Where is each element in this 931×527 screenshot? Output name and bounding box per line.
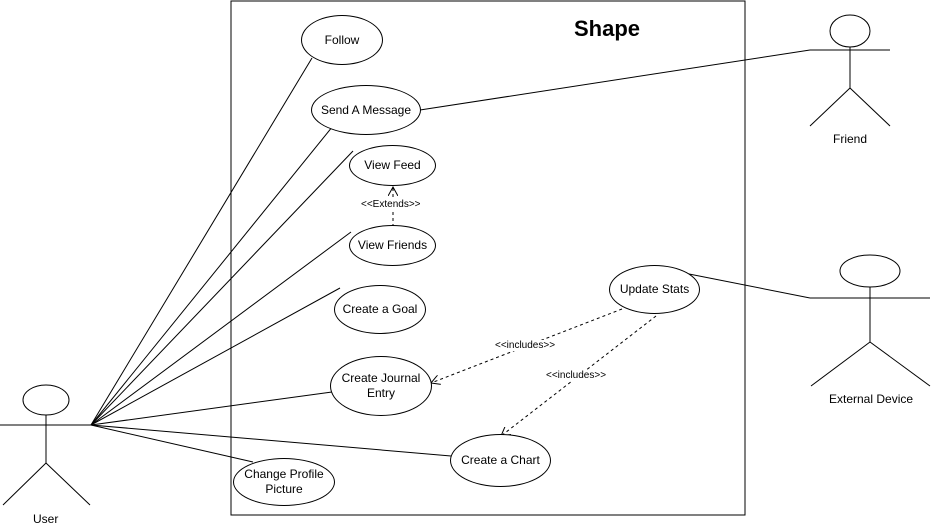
association-user-view-feed: [90, 150, 354, 426]
use-case-create-journal-entry-label: Create Journal Entry: [341, 371, 421, 400]
association-user-create-chart: [90, 424, 452, 457]
system-boundary: [230, 0, 746, 516]
association-user-follow: [90, 57, 313, 426]
association-user-profile-picture: [90, 424, 254, 463]
use-case-send-message-label: Send A Message: [320, 102, 412, 117]
system-title: Shape: [574, 16, 641, 41]
external-device-actor-label: External Device: [829, 392, 914, 406]
use-case-follow-label: Follow: [324, 32, 360, 47]
use-case-send-message[interactable]: Send A Message: [311, 85, 421, 135]
friend-actor-label: Friend: [833, 132, 868, 146]
external-device-actor-figure: [810, 254, 931, 387]
friend-actor-figure: [809, 14, 891, 127]
use-case-update-stats-label: Update Stats: [619, 282, 690, 296]
use-case-create-goal[interactable]: Create a Goal: [334, 285, 426, 334]
association-user-create-goal: [90, 287, 341, 426]
user-actor-label: User: [33, 512, 59, 526]
extends-label: <<Extends>>: [361, 199, 421, 210]
association-user-journal: [90, 391, 333, 426]
use-case-view-friends[interactable]: View Friends: [349, 225, 436, 266]
association-user-send-message: [90, 120, 338, 426]
includes-label-journal: <<includes>>: [495, 340, 556, 351]
use-case-change-profile-picture-label: Change Profile Picture: [244, 467, 324, 496]
association-device-update-stats: [683, 272, 811, 299]
use-case-view-friends-label: View Friends: [357, 238, 428, 252]
use-case-create-chart-label: Create a Chart: [461, 453, 540, 467]
use-case-view-feed[interactable]: View Feed: [349, 145, 436, 186]
use-case-create-goal-label: Create a Goal: [342, 302, 418, 316]
use-case-create-journal-entry[interactable]: Create Journal Entry: [330, 356, 432, 416]
includes-label-chart: <<includes>>: [546, 370, 607, 381]
use-case-view-feed-label: View Feed: [364, 158, 421, 172]
use-case-follow[interactable]: Follow: [301, 15, 383, 65]
use-case-change-profile-picture[interactable]: Change Profile Picture: [233, 458, 335, 506]
user-actor-figure: [0, 384, 91, 506]
association-friend-send-message: [419, 49, 811, 111]
use-case-update-stats[interactable]: Update Stats: [609, 265, 700, 314]
use-case-create-chart[interactable]: Create a Chart: [450, 434, 551, 487]
association-user-view-friends: [90, 231, 352, 426]
